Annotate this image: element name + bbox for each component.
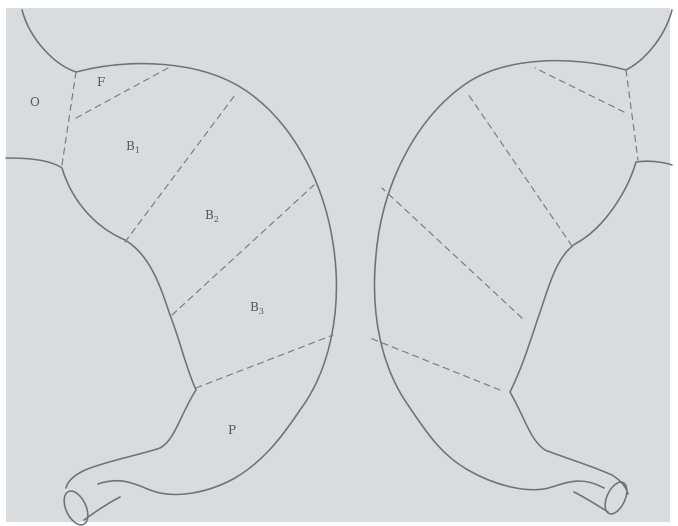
label-body-1-sub: 1 bbox=[135, 146, 140, 155]
label-body-2-sub: 2 bbox=[214, 215, 219, 224]
label-omentum: O bbox=[30, 95, 40, 109]
label-pylorus: P bbox=[228, 423, 236, 437]
label-body-3-sub: 3 bbox=[259, 307, 264, 316]
label-body-1-letter: B bbox=[126, 139, 135, 153]
label-fundus: F bbox=[97, 75, 105, 89]
label-body-2-letter: B bbox=[205, 208, 214, 222]
label-body-3-letter: B bbox=[250, 300, 259, 314]
